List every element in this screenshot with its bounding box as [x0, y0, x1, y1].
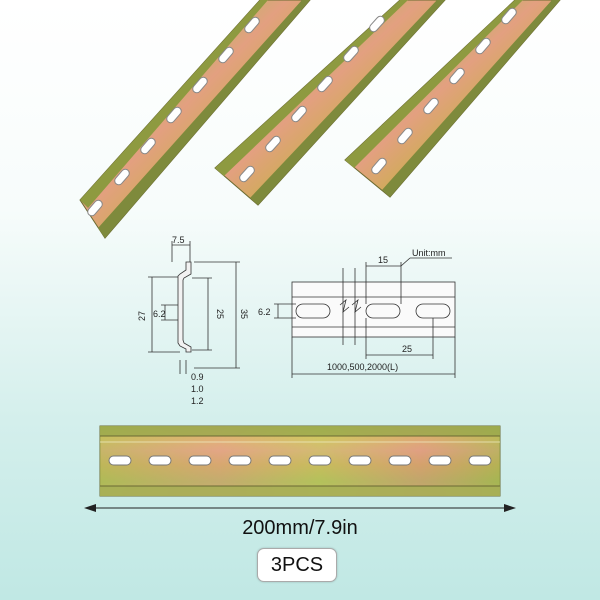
- profile-slot-height-label: 6.2: [153, 309, 166, 319]
- rail-diagonal-2: [214, 0, 446, 206]
- profile-inner-height-label: 25: [215, 309, 225, 319]
- front-length-options-label: 1000,500,2000(L): [327, 362, 398, 372]
- front-drawing: [274, 257, 456, 378]
- profile-top-width-label: 7.5: [172, 235, 185, 245]
- profile-thickness-2-label: 1.0: [191, 384, 204, 394]
- length-label: 200mm/7.9in: [242, 517, 358, 539]
- front-slot-pitch-label: 25: [402, 344, 412, 354]
- rail-horizontal: [99, 425, 501, 497]
- rail-diagonal-1: [79, 0, 311, 239]
- profile-thickness-1-label: 0.9: [191, 372, 204, 382]
- profile-drawing: [148, 241, 240, 374]
- quantity-badge: 3PCS: [257, 548, 337, 582]
- profile-lip-height-label: 27: [137, 311, 147, 321]
- unit-label: Unit:mm: [412, 248, 446, 258]
- front-slot-height-label: 6.2: [258, 307, 271, 317]
- profile-thickness-3-label: 1.2: [191, 396, 204, 406]
- profile-outer-height-label: 35: [239, 309, 249, 319]
- rail-diagonal-3: [344, 0, 561, 198]
- length-arrow: [84, 504, 516, 512]
- front-slot-length-label: 15: [378, 255, 388, 265]
